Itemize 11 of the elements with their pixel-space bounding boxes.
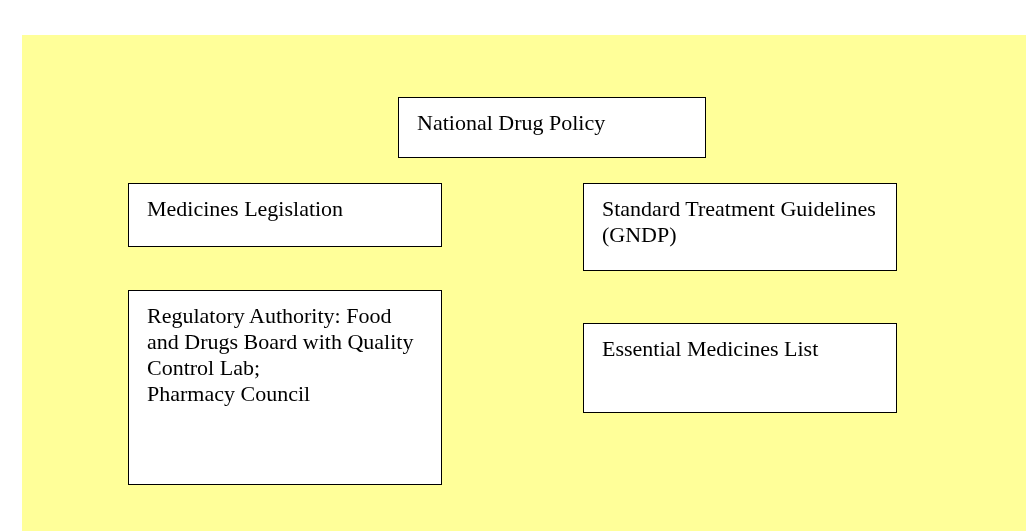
text-box bbox=[583, 183, 897, 271]
box-text: Medicines Legislation bbox=[147, 196, 345, 222]
box-text: National Drug Policy bbox=[417, 110, 607, 136]
text-box bbox=[128, 290, 442, 485]
box-text: Standard Treatment Guidelines (GNDP) bbox=[602, 196, 877, 248]
box-text: Pharmacy Council bbox=[147, 381, 312, 407]
text-box bbox=[583, 323, 897, 413]
box-text: Essential Medicines List bbox=[602, 336, 820, 362]
text-box bbox=[128, 183, 442, 247]
text-box bbox=[398, 97, 706, 158]
box-text: Regulatory Authority: Food and Drugs Board with Quality Control Lab; bbox=[147, 303, 415, 381]
